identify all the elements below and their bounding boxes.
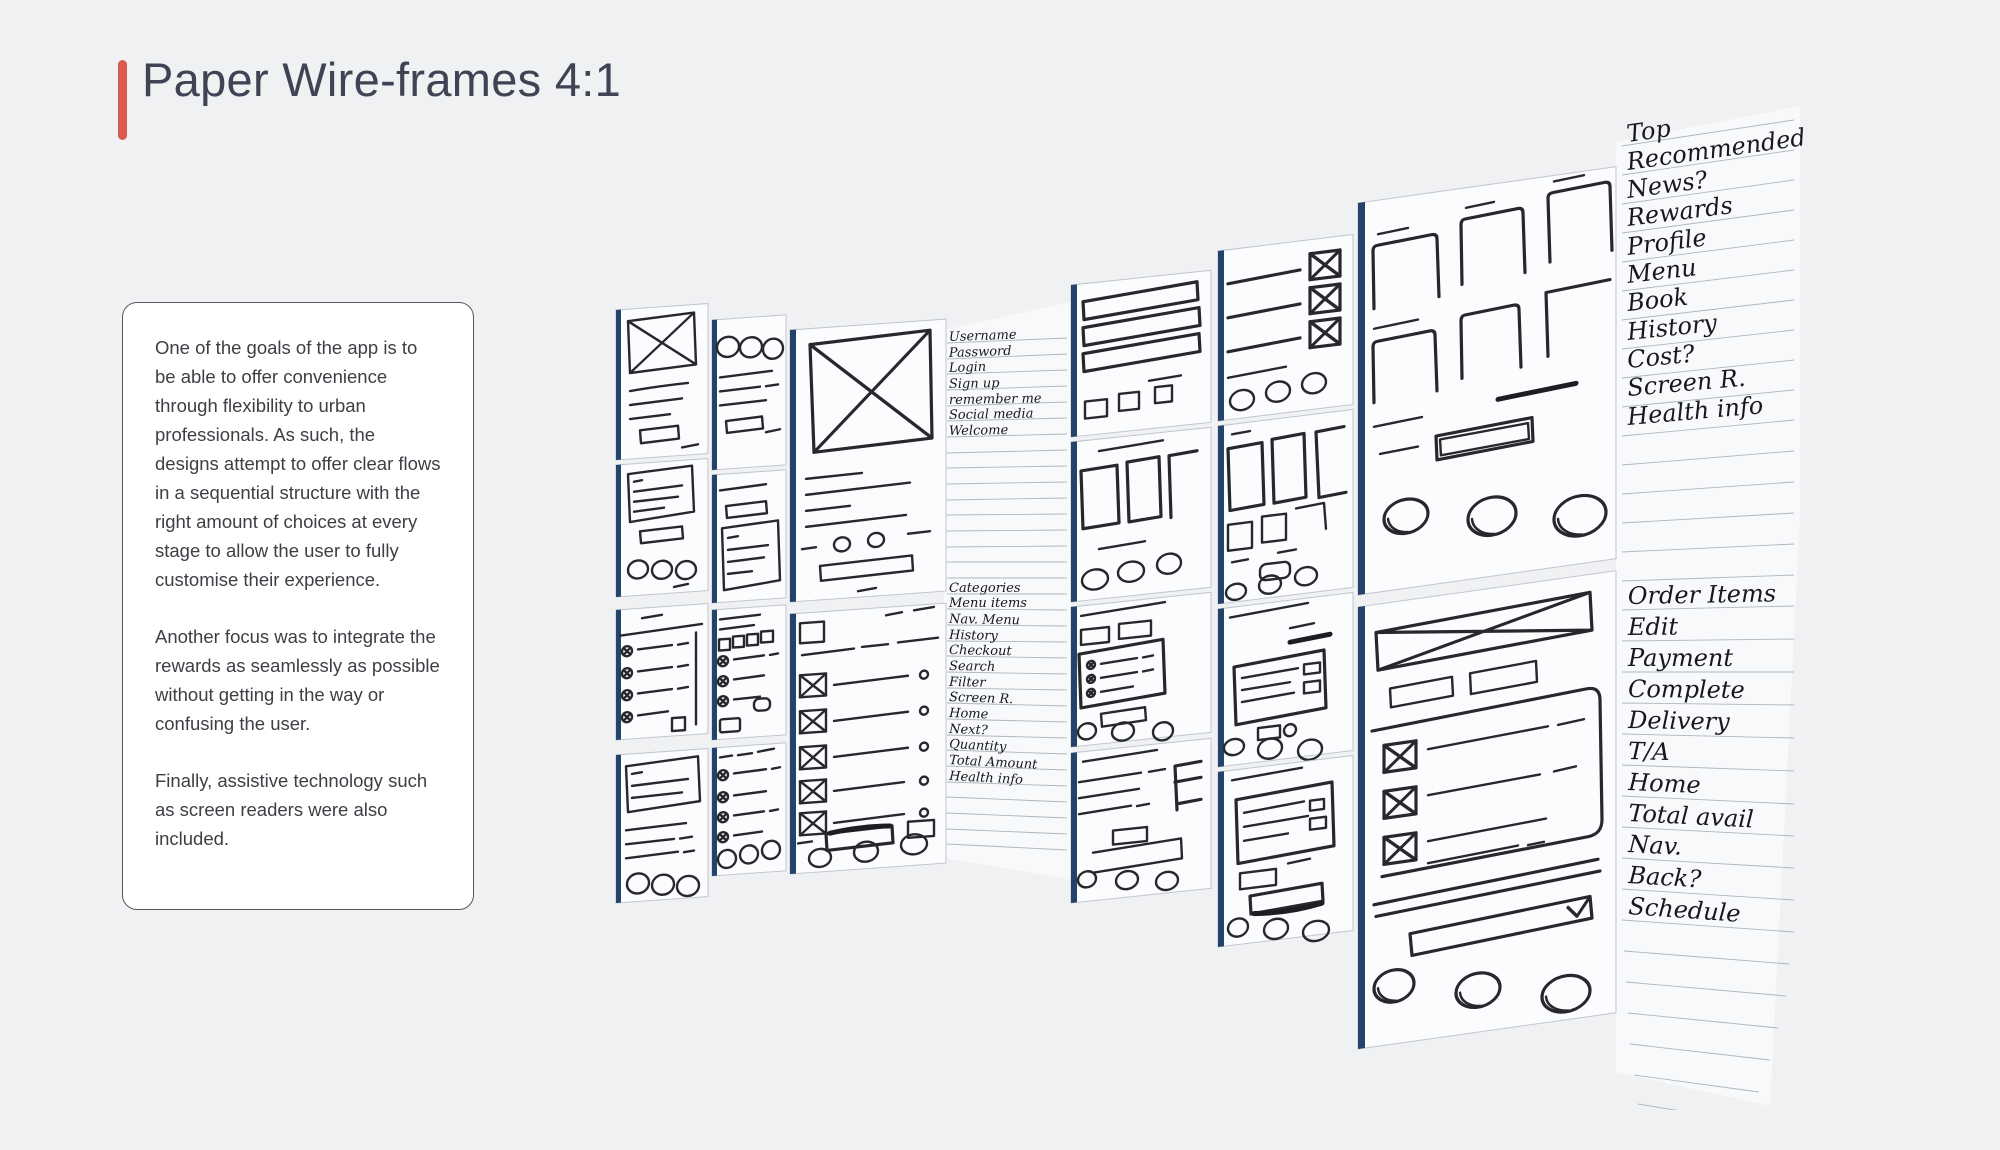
wireframe-page [1070, 426, 1212, 603]
handwritten-note: Delivery [1627, 706, 1731, 736]
handwritten-note: Welcome [949, 423, 1009, 439]
handwritten-note: Screen R. [949, 690, 1014, 707]
wireframe-column [1217, 233, 1354, 948]
right-lined-paper: Top Recommended News? Rewards Profile Me… [1616, 106, 1807, 1110]
wireframe-page [1070, 737, 1212, 904]
wireframes-photo: Username Password Login Sign up remember… [615, 106, 1807, 1110]
handwritten-note: Sign up [949, 376, 1001, 392]
handwritten-note: Categories [949, 581, 1021, 596]
description-card: One of the goals of the app is to be abl… [122, 302, 474, 910]
center-wall [1070, 166, 1617, 1050]
wireframe-page [711, 604, 787, 741]
handwritten-note: Order Items [1628, 579, 1777, 610]
wireframe-page [1357, 166, 1617, 596]
handwritten-note: Total avail [1628, 799, 1755, 834]
lined-strip: Username Password Login Sign up remember… [944, 302, 1072, 880]
wireframe-page [615, 458, 709, 598]
handwritten-note: Next? [948, 722, 989, 738]
title-accent-bar [118, 60, 127, 140]
wireframe-page [615, 603, 709, 741]
handwritten-note: Filter [948, 675, 987, 691]
login-flow-notes: Username Password Login Sign up remember… [948, 328, 1042, 439]
description-paragraph-3: Finally, assistive technology such as sc… [155, 770, 428, 850]
handwritten-note: Password [948, 344, 1012, 361]
wireframe-page [615, 303, 709, 461]
wireframe-page [1217, 408, 1354, 605]
wireframe-column [711, 314, 787, 877]
handwritten-note: Nav. Menu [948, 612, 1020, 628]
wireframe-page [1357, 570, 1617, 1050]
browse-flow-notes: Categories Menu items Nav. Menu History … [948, 581, 1039, 788]
handwritten-note: Home [948, 706, 989, 722]
handwritten-note: T/A [1628, 737, 1670, 766]
wireframe-page [1070, 269, 1212, 438]
wireframe-page [711, 314, 787, 471]
wireframe-page [615, 748, 709, 904]
handwritten-note: Menu items [948, 596, 1027, 611]
handwritten-note: Checkout [949, 643, 1013, 659]
handwritten-note: Search [949, 659, 995, 675]
handwritten-note: Book [1625, 283, 1690, 317]
wireframe-page [1217, 591, 1354, 768]
handwritten-note: Username [949, 328, 1017, 345]
handwritten-note: Complete [1628, 675, 1745, 704]
handwritten-note: Back? [1627, 861, 1703, 893]
handwritten-note: Total Amount [949, 753, 1039, 773]
wireframe-column [1357, 166, 1617, 1050]
handwritten-note: Cost? [1626, 340, 1696, 374]
wireframe-page [789, 318, 947, 603]
wireframe-column [615, 303, 709, 904]
handwritten-note: Quantity [949, 737, 1007, 755]
handwritten-note: Top [1625, 114, 1672, 148]
handwritten-note: Login [948, 360, 987, 376]
description-paragraph-2: Another focus was to integrate the rewar… [155, 626, 440, 735]
wireframe-column [789, 318, 947, 875]
handwritten-note: Payment [1627, 644, 1733, 672]
wireframe-column [1070, 269, 1212, 904]
handwritten-note: Home [1627, 768, 1701, 799]
handwritten-note: Social media [949, 407, 1034, 423]
left-wall [615, 303, 947, 904]
handwritten-note: Health info [948, 769, 1024, 788]
wireframe-page [1217, 754, 1354, 948]
wireframe-page [711, 742, 787, 877]
wireframe-page [789, 602, 947, 875]
wireframe-page [1070, 591, 1212, 748]
handwritten-note: History [948, 628, 999, 644]
handwritten-note: Edit [1627, 613, 1679, 641]
wireframe-page [1217, 233, 1354, 422]
handwritten-note: remember me [949, 391, 1042, 408]
page-title: Paper Wire-frames 4:1 [142, 53, 622, 106]
wireframe-page [711, 469, 787, 604]
description-paragraph-1: One of the goals of the app is to be abl… [155, 337, 441, 591]
handwritten-note: Nav. [1627, 830, 1683, 861]
